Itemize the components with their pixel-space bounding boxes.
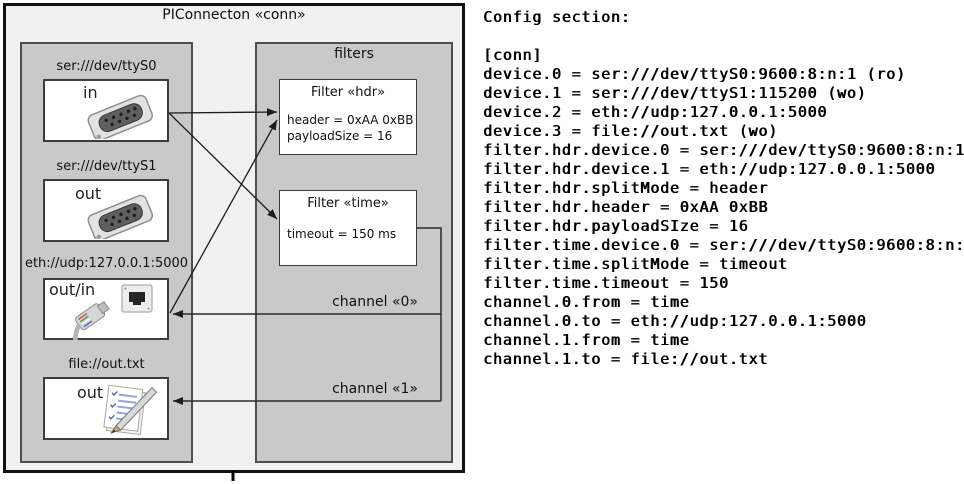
config-line: filter.time.device.0 = ser:///dev/ttyS0:… xyxy=(483,236,964,254)
diagram-title: PIConnecton «conn» xyxy=(162,7,306,23)
device-direction-label: out xyxy=(77,383,104,402)
config-line: filter.hdr.header = 0xAA 0xBB xyxy=(483,198,769,216)
device-url-label: eth://udp:127.0.0.1:5000 xyxy=(24,256,189,271)
config-line: device.3 = file://out.txt (wo) xyxy=(483,122,778,140)
config-line: device.1 = ser:///dev/ttyS1:115200 (wo) xyxy=(483,84,867,102)
device-url-label: ser:///dev/ttyS1 xyxy=(56,159,157,174)
config-line: filter.hdr.splitMode = header xyxy=(483,179,769,197)
device-direction-label: out/in xyxy=(49,280,96,299)
config-line: channel.0.from = time xyxy=(483,293,690,311)
config-line: device.2 = eth://udp:127.0.0.1:5000 xyxy=(483,103,828,121)
filter-time-title: Filter «time» xyxy=(307,196,389,211)
device-box-ttyS0: in xyxy=(43,79,169,152)
config-line: filter.time.timeout = 150 xyxy=(483,274,729,292)
ethernet-port-icon xyxy=(121,284,153,317)
filter-hdr-box: Filter «hdr» header = 0xAA 0xBB payloadS… xyxy=(279,79,417,155)
config-line: filter.time.splitMode = timeout xyxy=(483,255,788,273)
device-url-label: file://out.txt xyxy=(68,357,145,372)
device-box-file: out xyxy=(43,377,169,440)
config-line: device.0 = ser:///dev/ttyS0:9600:8:n:1 (… xyxy=(483,65,906,83)
ethernet-plug-icon xyxy=(57,296,125,353)
config-line: channel.1.to = file://out.txt xyxy=(483,350,769,368)
notepad-pen-icon xyxy=(93,383,165,443)
filters-panel-label: filters xyxy=(334,46,374,62)
filter-hdr-payload-prop: payloadSize = 16 xyxy=(287,129,393,143)
config-line: [conn] xyxy=(483,46,542,64)
filter-hdr-header-prop: header = 0xAA 0xBB xyxy=(287,113,414,127)
config-line: channel.1.from = time xyxy=(483,331,690,349)
filter-time-box: Filter «time» timeout = 150 ms xyxy=(279,190,417,266)
device-url-label: ser:///dev/ttyS0 xyxy=(56,59,157,74)
device-direction-label: out xyxy=(75,184,102,203)
device-box-ttyS1: out xyxy=(43,179,169,252)
config-section: Config section: [conn] device.0 = ser://… xyxy=(483,0,964,484)
channel-1-label: channel «1» xyxy=(332,381,418,397)
device-box-eth: out/in xyxy=(43,278,169,353)
device-direction-label: in xyxy=(83,83,98,102)
config-line: filter.hdr.device.0 = ser:///dev/ttyS0:9… xyxy=(483,141,964,159)
filter-hdr-title: Filter «hdr» xyxy=(310,85,386,100)
config-heading: Config section: xyxy=(483,8,631,26)
config-line: channel.0.to = eth://udp:127.0.0.1:5000 xyxy=(483,312,867,330)
config-line: filter.hdr.payloadSIze = 16 xyxy=(483,217,749,235)
config-line: filter.hdr.device.1 = eth://udp:127.0.0.… xyxy=(483,160,936,178)
db9-serial-icon xyxy=(79,189,163,252)
channel-0-label: channel «0» xyxy=(332,294,418,310)
db9-serial-icon xyxy=(79,89,163,152)
filter-time-timeout-prop: timeout = 150 ms xyxy=(287,227,397,241)
